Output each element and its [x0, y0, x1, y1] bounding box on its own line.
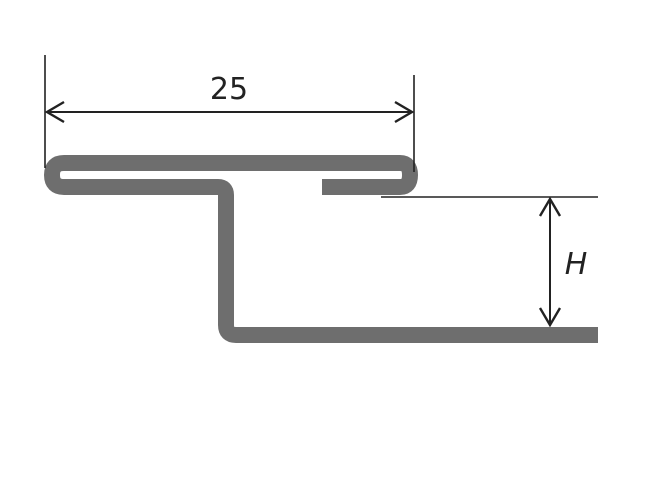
width-dimension: 25	[44, 55, 415, 172]
metal-profile	[44, 155, 598, 343]
height-label: H	[565, 247, 588, 282]
width-arrow-left	[44, 100, 65, 124]
profile-top-hem	[44, 155, 598, 343]
width-arrow-right	[394, 100, 415, 124]
width-label: 25	[210, 72, 248, 107]
height-arrow-top	[538, 196, 562, 217]
height-arrow-bottom	[538, 307, 562, 328]
height-dimension: H	[381, 196, 598, 328]
